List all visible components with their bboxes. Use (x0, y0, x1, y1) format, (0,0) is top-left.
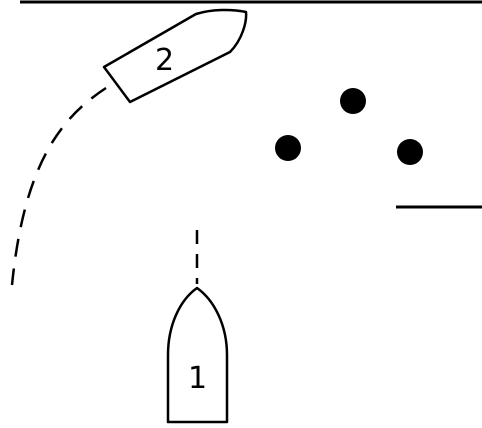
boat-1-label: 1 (188, 361, 207, 396)
boat-2: 2 (104, 10, 246, 102)
boat-2-course-dashed (12, 88, 106, 285)
boat-1-hull (168, 288, 227, 422)
mark-dot (275, 135, 301, 161)
boat-1: 1 (168, 288, 227, 422)
mark-dot (340, 88, 366, 114)
boat-2-label: 2 (155, 43, 174, 78)
mark-dot (397, 139, 423, 165)
boat-2-hull (104, 10, 246, 102)
